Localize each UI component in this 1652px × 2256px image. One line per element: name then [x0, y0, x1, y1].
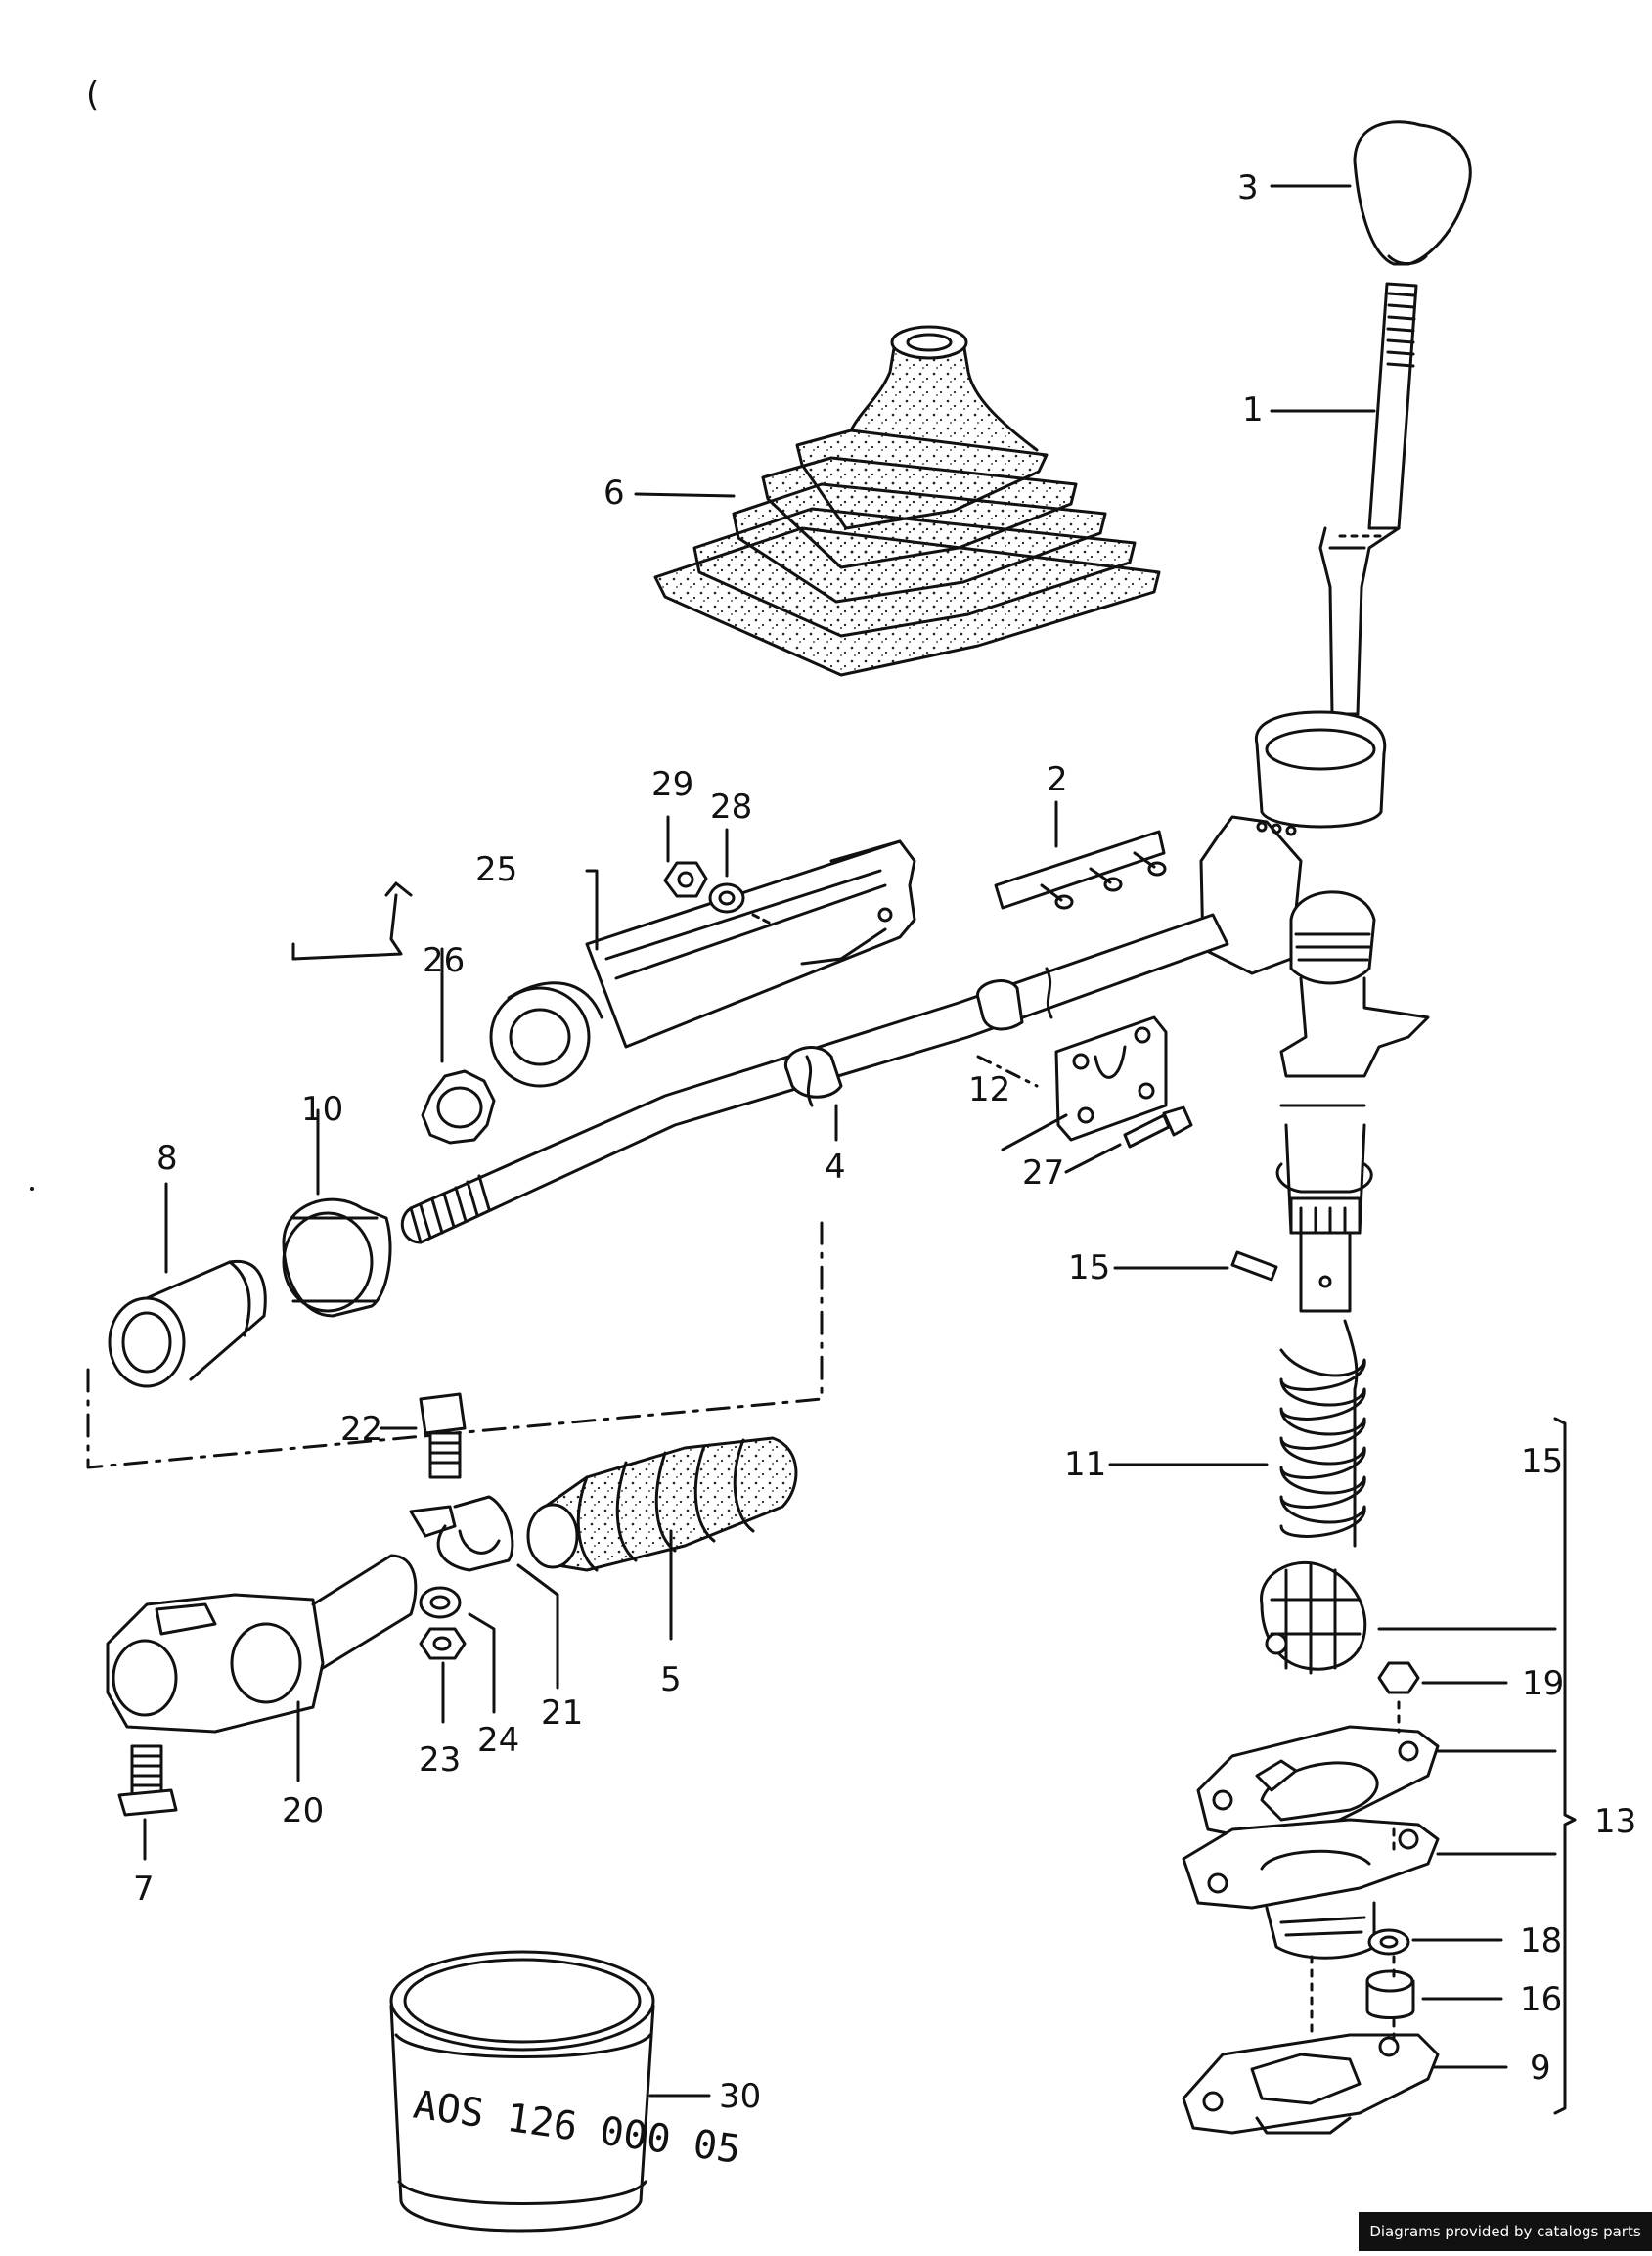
rod-plate [1054, 1015, 1168, 1142]
callout-3: 3 [1237, 168, 1259, 207]
bellows-5 [526, 1436, 798, 1572]
yoke-20 [106, 1554, 418, 1734]
callout-2: 2 [1047, 760, 1068, 799]
washer-24 [419, 1586, 462, 1619]
callout-5: 5 [660, 1660, 682, 1699]
callout-28: 28 [710, 788, 752, 827]
stray-mark: ( [86, 75, 99, 114]
shift-lever [1318, 282, 1418, 716]
lever-housing [1199, 710, 1430, 1313]
splined-collar [421, 1069, 496, 1145]
sleeve-8 [108, 1259, 267, 1388]
callout-6: 6 [603, 474, 625, 513]
spacer-16 [1365, 1969, 1415, 2019]
credit-banner: Diagrams provided by catalogs parts [1359, 2212, 1652, 2251]
callout-26: 26 [423, 941, 465, 980]
nut-23 [419, 1627, 467, 1660]
base-plate [1182, 1818, 1440, 1960]
callout-22: 22 [340, 1410, 382, 1449]
spring-11 [1279, 1319, 1366, 1548]
callout-9: 9 [1530, 2049, 1551, 2088]
nut-29 [663, 861, 708, 898]
callout-1: 1 [1242, 390, 1264, 429]
callout-23: 23 [419, 1740, 461, 1780]
clip-21 [409, 1495, 514, 1572]
roll-pin [1230, 1250, 1278, 1282]
washer-18 [1367, 1928, 1410, 1956]
callout-24: 24 [477, 1721, 519, 1760]
washer-28 [708, 882, 745, 914]
callout-27: 27 [1022, 1153, 1064, 1193]
shift-knob [1353, 120, 1472, 266]
callout-18: 18 [1520, 1921, 1562, 1961]
bolt-22 [419, 1392, 467, 1479]
flange-9 [1182, 2033, 1440, 2135]
callout-16: 16 [1520, 1980, 1562, 2019]
callout-4: 4 [825, 1148, 846, 1187]
clamp-assembly [489, 839, 916, 1088]
shift-rod [400, 913, 1229, 1244]
callout-12: 12 [968, 1070, 1010, 1109]
callout-25: 25 [475, 850, 517, 889]
nut-19 [1377, 1661, 1420, 1694]
callout-19: 19 [1522, 1664, 1564, 1703]
callout-10: 10 [301, 1090, 343, 1129]
bolt-27 [1123, 1105, 1193, 1149]
callout-20: 20 [282, 1791, 324, 1830]
bolt-7 [117, 1744, 178, 1817]
callout-11: 11 [1064, 1445, 1106, 1484]
grease-can [389, 1950, 655, 2233]
ball-cage [1260, 1560, 1367, 1675]
callout-30: 30 [719, 2077, 761, 2116]
stud-plate [994, 830, 1167, 910]
callout-15-pin: 15 [1068, 1248, 1110, 1287]
bushing-10 [282, 1197, 392, 1318]
callout-13: 13 [1594, 1802, 1636, 1841]
shift-boot [653, 325, 1161, 677]
callout-29: 29 [651, 765, 693, 804]
callout-8: 8 [156, 1139, 178, 1178]
callout-7: 7 [133, 1870, 155, 1909]
callout-21: 21 [541, 1693, 583, 1733]
callout-15-kit: 15 [1521, 1442, 1563, 1481]
